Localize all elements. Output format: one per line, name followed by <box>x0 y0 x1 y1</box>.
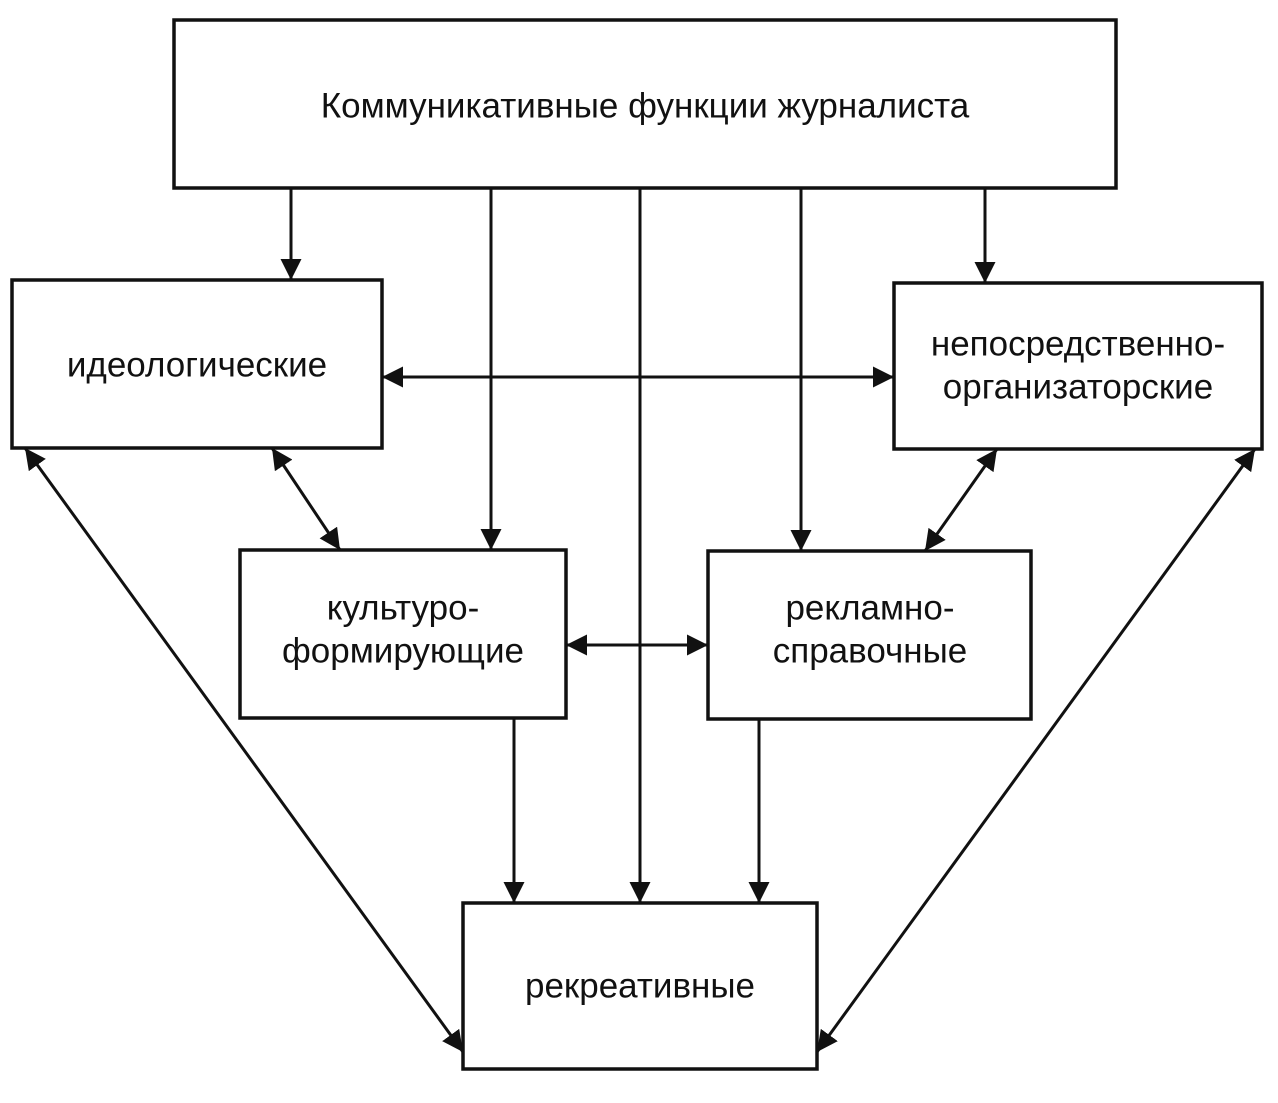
node-root: Коммуникативные функции журналиста <box>172 18 1118 190</box>
node-advertising-box <box>706 549 1033 721</box>
arrow-ideological-to-recreational <box>23 447 465 1053</box>
node-cultural-label-line2: формирующие <box>282 631 524 670</box>
node-organizational-box <box>892 281 1264 451</box>
node-organizational-label-line2: организаторские <box>943 367 1213 406</box>
node-cultural-label-line1: культуро- <box>327 588 479 627</box>
node-recreational-box <box>461 901 819 1071</box>
node-organizational-label-line1: непосредственно- <box>931 324 1225 363</box>
node-organizational: непосредственно- организаторские <box>892 281 1264 451</box>
node-recreational: рекреативные <box>461 901 819 1071</box>
node-root-label: Коммуникативные функции журналиста <box>321 86 970 125</box>
edges-layer <box>23 188 1257 1053</box>
node-cultural-box <box>238 548 568 720</box>
node-advertising: рекламно- справочные <box>706 549 1033 721</box>
node-ideological-box <box>10 278 384 450</box>
node-advertising-label-line2: справочные <box>773 631 967 670</box>
node-root-box <box>172 18 1118 190</box>
node-advertising-label-line1: рекламно- <box>785 588 954 627</box>
node-ideological-label: идеологические <box>67 345 327 384</box>
node-cultural: культуро- формирующие <box>238 548 568 720</box>
arrow-organizational-to-advertising <box>923 448 999 552</box>
node-recreational-label: рекреативные <box>525 966 755 1005</box>
node-ideological: идеологические <box>10 278 384 450</box>
arrow-organizational-to-recreational <box>815 448 1257 1053</box>
arrow-ideological-to-cultural <box>270 447 342 551</box>
